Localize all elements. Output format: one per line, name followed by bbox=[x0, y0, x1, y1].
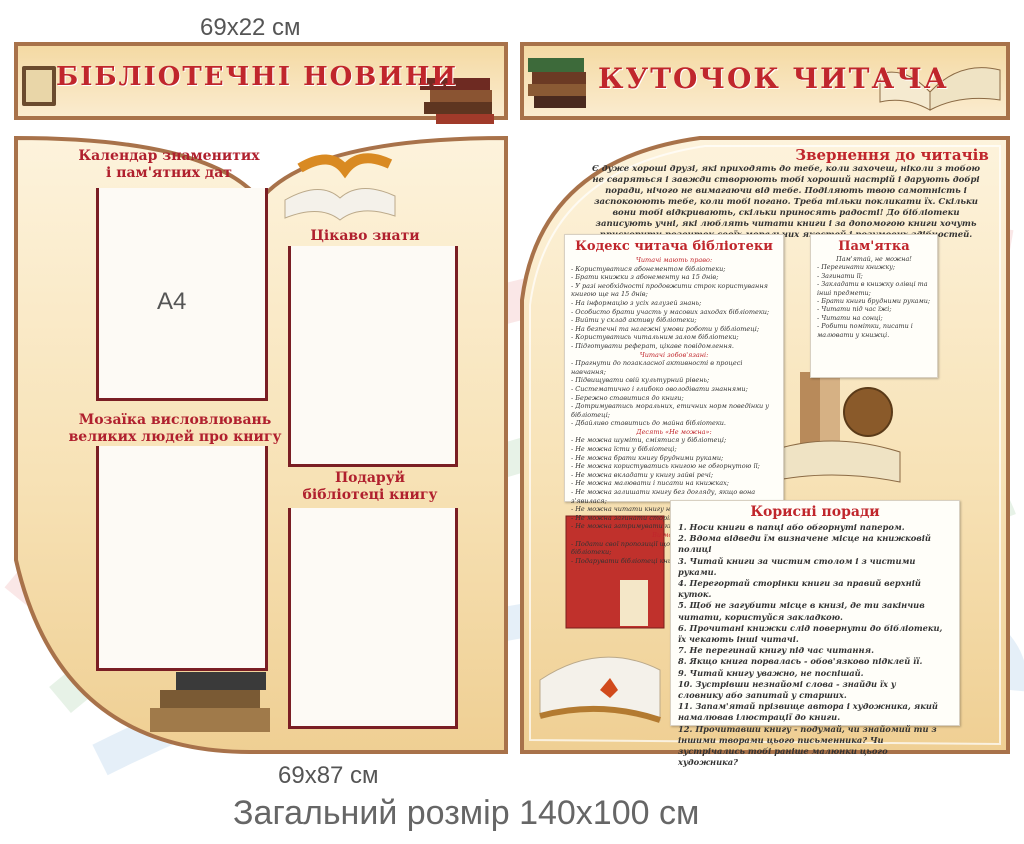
appeal-title: Звернення до читачів bbox=[795, 146, 989, 164]
donts-item: - Не можна їсти у бібліотеці; bbox=[571, 445, 677, 454]
tip-item: 2. Вдома відведи їм визначене місце на к… bbox=[678, 533, 931, 555]
rights-item: - Користуватися абонементом бібліотеки; bbox=[571, 264, 726, 273]
memo-item: - Брати книги брудними руками; bbox=[817, 297, 931, 306]
reader-code-body: Читачі мають право: - Користуватися абон… bbox=[565, 254, 783, 567]
open-book-icon-right-header bbox=[879, 67, 1001, 111]
tip-item: 8. Якщо книга порвалась - обов'язково пі… bbox=[678, 656, 923, 667]
interesting-section-label: Цікаво знати bbox=[310, 228, 420, 244]
tips-title: Корисні поради bbox=[750, 504, 880, 520]
tip-item: 10. Зустрівши незнайомі слова - знайди ї… bbox=[678, 678, 896, 701]
mosaic-section-label: Мозаїка висловлювань великих людей про к… bbox=[68, 412, 282, 445]
donts-item: - Не можна користуватись книгою не обгор… bbox=[571, 462, 760, 471]
books-icon-left-header bbox=[22, 66, 56, 106]
calendar-section-label: Календар знаменитих і пам'ятних дат bbox=[78, 148, 260, 181]
memo-title: Пам'ятка bbox=[838, 239, 910, 254]
memo-card: Пам'ятка Пам'ятай, не можна! - Перегинат… bbox=[810, 234, 938, 378]
gift-slot bbox=[288, 508, 458, 729]
can-item: - Подати свої пропозиції щодо покращення… bbox=[571, 539, 752, 557]
book-stack-icon-bottom-left bbox=[150, 672, 270, 732]
rights-item: - На інформацію з усіх галузей знань; bbox=[571, 298, 702, 307]
memo-item: - Закладати в книжку олівці та інші пред… bbox=[817, 280, 928, 297]
top-dimension-label: 69x22 см bbox=[200, 14, 301, 41]
reader-code-card: Кодекс читача бібліотеки Читачі мають пр… bbox=[564, 234, 784, 565]
tip-item: 6. Прочитані книжки слід повернути до бі… bbox=[678, 622, 943, 645]
memo-item: - Перегинати книжку; bbox=[817, 263, 896, 272]
mosaic-slot bbox=[96, 446, 268, 671]
duties-item: - Бережно ставитися до книги; bbox=[571, 393, 684, 402]
tips-card: Корисні поради bbox=[670, 500, 960, 726]
duties-heading: Читачі зобов'язані: bbox=[639, 350, 709, 359]
rights-item: - Користуватись читальним залом бібліоте… bbox=[571, 333, 739, 342]
red-book-icon bbox=[565, 515, 665, 629]
right-panel-title: КУТОЧОК ЧИТАЧА bbox=[598, 62, 949, 95]
duties-item: - Підвищувати свій культурний рівень; bbox=[571, 376, 710, 385]
memo-subtitle: Пам'ятай, не можна! bbox=[836, 255, 912, 263]
duties-item: - Дбайливо ставитись до майна бібліотеки… bbox=[571, 419, 726, 428]
donts-item: - Не можна загинати сторінки книги і кор… bbox=[571, 513, 743, 522]
donts-item: - Не можна шуміти, сміятися у бібліотеці… bbox=[571, 436, 727, 445]
donts-item: - Не можна залишати книгу без догляду, я… bbox=[571, 488, 756, 505]
duties-item: - Прагнути до позакласної активності в п… bbox=[571, 359, 743, 376]
duties-item: - Систематично і глибоко оволодівати зна… bbox=[571, 384, 748, 393]
duties-item: - Дотримуватись моральних, етичних норм … bbox=[571, 402, 770, 419]
donts-list: - Не можна шуміти, сміятися у бібліотеці… bbox=[571, 436, 777, 531]
tip-item: 4. Перегортай сторінки книги за правий в… bbox=[678, 578, 921, 600]
reader-code-title: Кодекс читача бібліотеки bbox=[575, 239, 773, 254]
tip-item: 9. Читай книгу уважно, не поспішай. bbox=[678, 667, 864, 678]
donts-item: - Не можна малювати і писати на книжках; bbox=[571, 479, 729, 488]
open-book-leaves-icon bbox=[284, 153, 396, 221]
donts-item: - Не можна вкладати у книгу зайві речі; bbox=[571, 470, 714, 479]
tip-item: 5. Щоб не загубити місце в книзі, де ти … bbox=[678, 600, 925, 622]
total-dimension-label: Загальний розмір 140x100 см bbox=[233, 794, 700, 832]
tip-item: 11. Запам'ятай прізвище автора і художни… bbox=[678, 701, 938, 723]
interesting-slot bbox=[288, 246, 458, 467]
rights-list: - Користуватися абонементом бібліотеки;-… bbox=[571, 265, 777, 351]
donts-item: - Не можна читати книгу на сонці; bbox=[571, 505, 697, 514]
duties-list: - Прагнути до позакласної активності в п… bbox=[571, 359, 777, 428]
can-list: - Подати свої пропозиції щодо покращення… bbox=[571, 540, 777, 566]
rights-item: - Брати книжки з абонементу на 15 днів; bbox=[571, 273, 719, 282]
memo-item: - Читати під час їжі; bbox=[817, 305, 892, 314]
a4-slot-label: А4 bbox=[157, 288, 187, 315]
tip-item: 1. Носи книги в папці або обгорнуті папе… bbox=[678, 522, 905, 532]
rights-heading: Читачі мають право: bbox=[635, 256, 713, 264]
tips-list: 1. Носи книги в папці або обгорнуті папе… bbox=[678, 522, 943, 768]
bottom-dimension-label: 69x87 см bbox=[278, 762, 379, 789]
books-stack-icon-right-header bbox=[528, 58, 586, 108]
rights-item: - Особисто брати участь у масових захода… bbox=[571, 307, 770, 316]
rights-item: - На безпечні та належні умови роботи у … bbox=[571, 324, 760, 333]
left-header-frame bbox=[14, 42, 508, 120]
memo-list: - Перегинати книжку;- Загинати її;- Закл… bbox=[817, 263, 931, 339]
books-stack-icon-left-header bbox=[420, 78, 494, 124]
donts-heading: Десять «Не можна»: bbox=[636, 427, 712, 436]
donts-item: - Не можна затримувати книгу більше 15-т… bbox=[571, 522, 752, 531]
donts-item: - Не можна брати книгу брудними руками; bbox=[571, 453, 724, 462]
memo-item: - Загинати її; bbox=[817, 271, 863, 280]
open-book-bottom-icon bbox=[539, 656, 661, 723]
appeal-text: Є дуже хороші друзі, які приходять до те… bbox=[591, 164, 981, 240]
gift-section-label: Подаруй бібліотеці книгу bbox=[302, 470, 438, 503]
left-panel-title: БІБЛІОТЕЧНІ НОВИНИ bbox=[56, 62, 458, 92]
memo-item: - Робити помітки, писати і малювати у кн… bbox=[817, 322, 913, 339]
memo-item: - Читати на сонці; bbox=[817, 313, 883, 322]
can-item: - Подарувати бібліотеці книгу. bbox=[571, 556, 682, 565]
tip-item: 7. Не перегинай книгу під час читання. bbox=[678, 645, 875, 656]
rights-item: - Вийти у склад активу бібліотеки; bbox=[571, 316, 697, 325]
tip-item: 3. Читай книги за чистим столом і з чист… bbox=[678, 555, 916, 577]
tip-item: 12. Прочитавши книгу - подумай, чи знайо… bbox=[678, 723, 937, 768]
rights-item: - Підготувати реферат, цікаве повідомлен… bbox=[571, 341, 734, 350]
calendar-slot bbox=[96, 188, 268, 401]
globe-books-icon bbox=[767, 366, 901, 483]
rights-item: - У разі необхідності продовжити строк к… bbox=[571, 281, 768, 299]
